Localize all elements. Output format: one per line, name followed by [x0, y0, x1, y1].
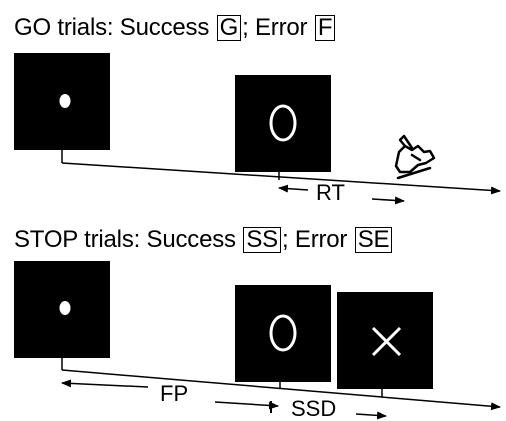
stop-timeline [61, 358, 501, 420]
stop-go-stimulus-screen [235, 285, 331, 382]
stop-trials-heading: STOP trials: Success SS; Error SE [14, 226, 393, 254]
go-fixation-screen [14, 53, 110, 150]
go-circle-icon [269, 104, 297, 142]
fp-label: FP [160, 381, 189, 406]
stop-success-code: SS [243, 227, 281, 253]
ssd-label: SSD [291, 396, 337, 421]
fixation-dot-icon [59, 94, 71, 108]
go-trials-heading: GO trials: Success G; Error F [14, 14, 336, 42]
stop-cross-icon [371, 326, 402, 357]
stop-fixation-screen [14, 261, 110, 358]
go-circle-icon [269, 314, 297, 352]
go-stimulus-screen [235, 75, 331, 172]
stop-error-sep: ; Error [281, 226, 354, 253]
hand-touch-icon [394, 134, 436, 180]
stop-title-text: STOP trials: Success [14, 226, 243, 253]
go-title-text: GO trials: Success [14, 14, 216, 41]
stop-signal-screen [337, 292, 433, 389]
rt-label: RT [316, 180, 345, 205]
go-success-code: G [216, 15, 242, 41]
stop-error-code: SE [354, 227, 393, 253]
go-error-code: F [314, 15, 336, 41]
go-timeline [61, 150, 501, 205]
go-error-sep: ; Error [242, 14, 314, 41]
fixation-dot-icon [59, 301, 71, 315]
